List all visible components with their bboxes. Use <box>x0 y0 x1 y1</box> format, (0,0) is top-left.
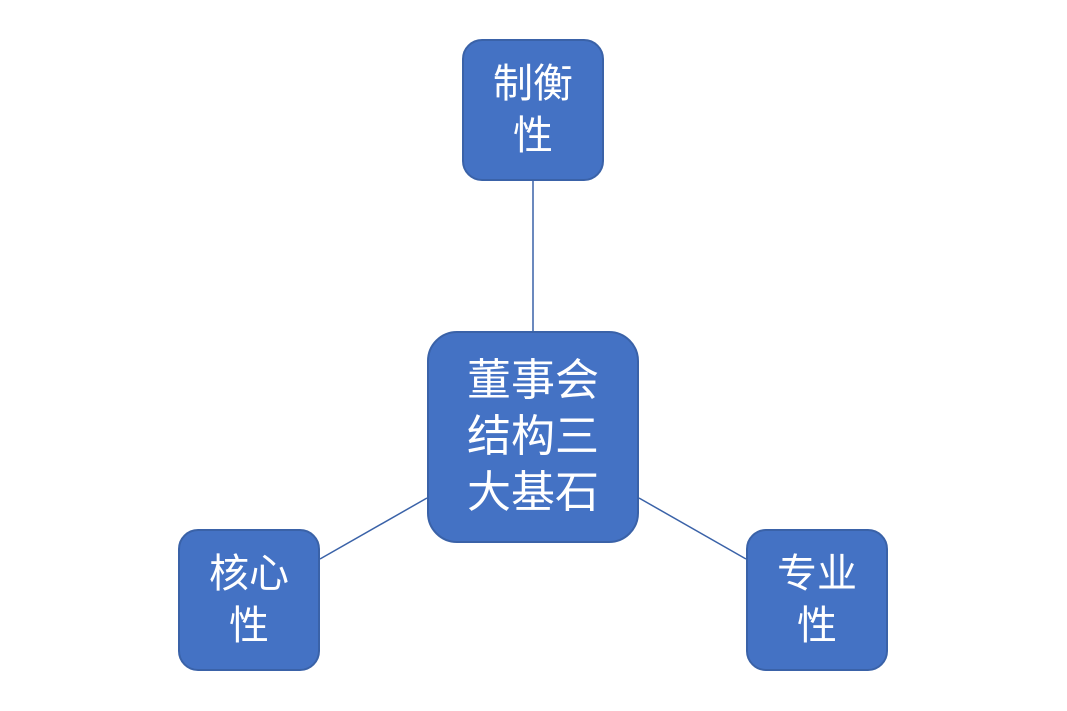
node-balance: 制衡性 <box>462 39 604 181</box>
connector-center-left <box>319 497 428 560</box>
connector-center-right <box>638 497 747 560</box>
node-core: 核心性 <box>178 529 320 671</box>
node-balance-label: 制衡性 <box>493 61 573 159</box>
node-center-label: 董事会结构三大基石 <box>467 355 599 518</box>
node-professional: 专业性 <box>746 529 888 671</box>
node-core-label: 核心性 <box>209 551 289 649</box>
node-center: 董事会结构三大基石 <box>427 331 639 543</box>
node-professional-label: 专业性 <box>777 551 857 649</box>
